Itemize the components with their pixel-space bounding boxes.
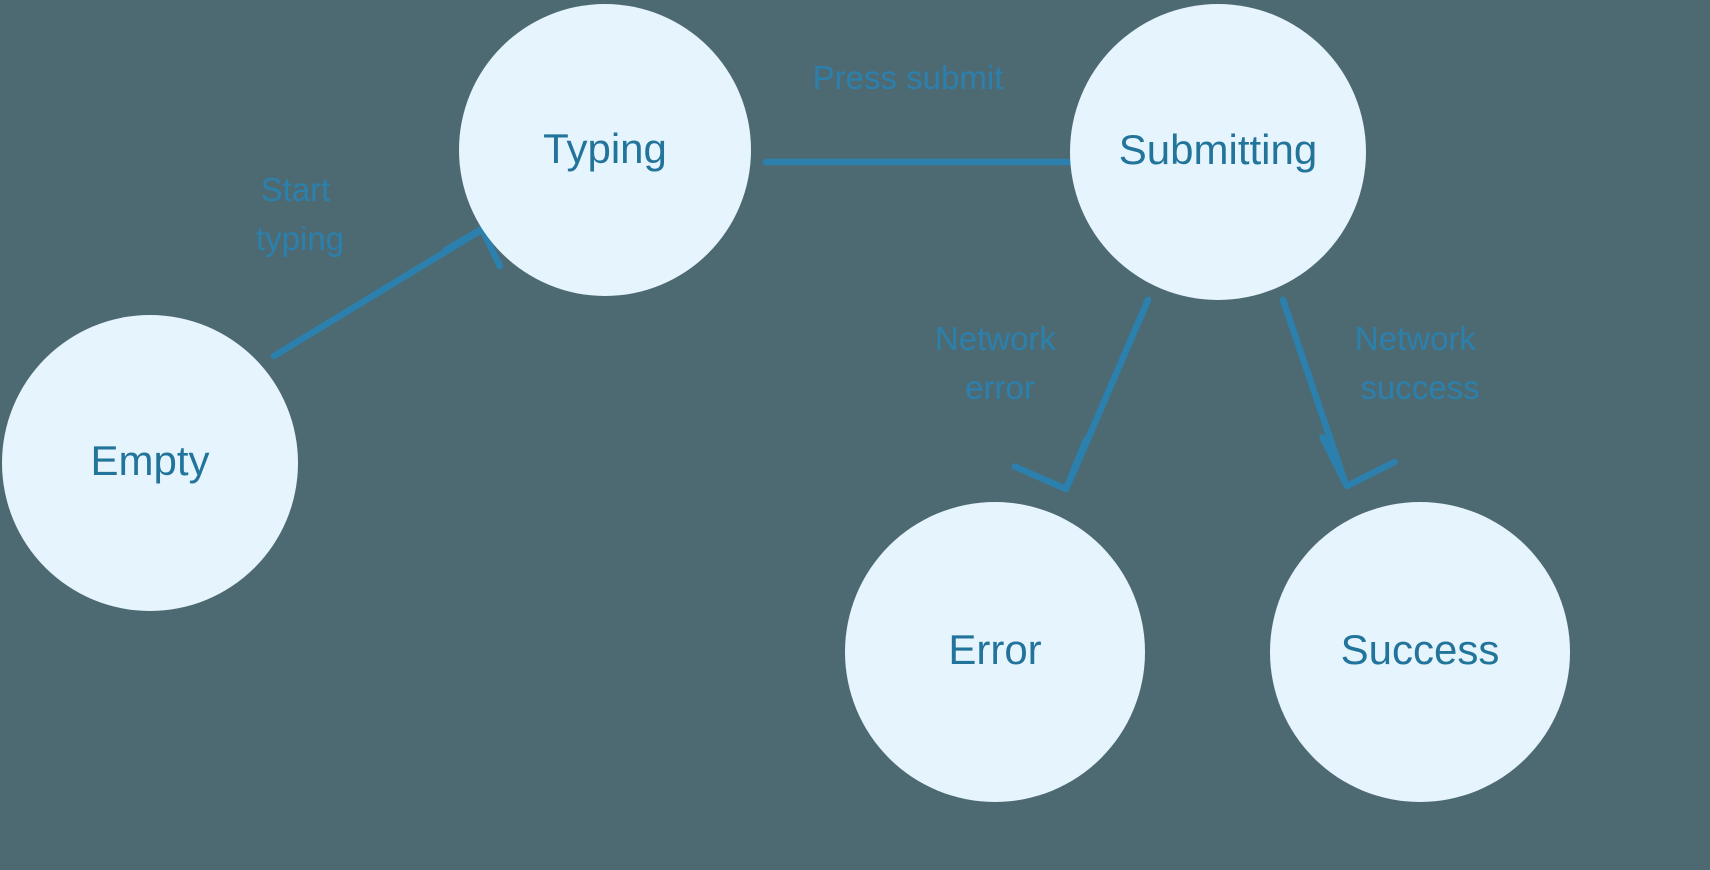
edge-start-typing-label: Start typing (256, 171, 344, 257)
edge-network-error-label-line-1: Network (935, 320, 1057, 357)
node-empty-circle[interactable] (2, 315, 298, 611)
edge-press-submit-label: Press submit (813, 59, 1004, 96)
edge-network-error: Network error (935, 296, 1152, 493)
edge-start-typing-label-line-1: Start (261, 171, 331, 208)
edge-network-error-label: Network error (935, 320, 1065, 406)
edge-start-typing: Start typing (256, 171, 504, 360)
node-error[interactable]: Error (845, 502, 1145, 802)
node-typing-label: Typing (543, 125, 667, 172)
node-success[interactable]: Success (1270, 502, 1570, 802)
node-submitting-label: Submitting (1119, 126, 1317, 173)
node-empty-label: Empty (90, 437, 209, 484)
node-error-circle[interactable] (845, 502, 1145, 802)
edge-network-success-label-line-2: success (1360, 369, 1479, 406)
edge-press-submit: Press submit (762, 59, 1147, 204)
node-success-circle[interactable] (1270, 502, 1570, 802)
edge-network-success-label: Network success (1355, 320, 1485, 406)
edge-network-error-arrowhead (1011, 436, 1090, 493)
node-submitting[interactable]: Submitting (1070, 4, 1366, 300)
edge-start-typing-label-line-2: typing (256, 220, 344, 257)
node-empty[interactable]: Empty (2, 315, 298, 611)
node-typing[interactable]: Typing (459, 4, 751, 296)
edge-network-success-label-line-1: Network (1355, 320, 1477, 357)
edge-start-typing-arrowhead (442, 225, 504, 270)
edge-network-success: Network success (1279, 296, 1485, 490)
edge-press-submit-label-line-1: Press submit (813, 59, 1004, 96)
node-error-label: Error (948, 626, 1041, 673)
node-success-label: Success (1341, 626, 1500, 673)
edge-network-success-line (1279, 296, 1349, 486)
node-typing-circle[interactable] (459, 4, 751, 296)
node-submitting-circle[interactable] (1070, 4, 1366, 300)
edge-network-success-arrowhead (1319, 434, 1398, 490)
edge-network-error-label-line-2: error (965, 369, 1035, 406)
